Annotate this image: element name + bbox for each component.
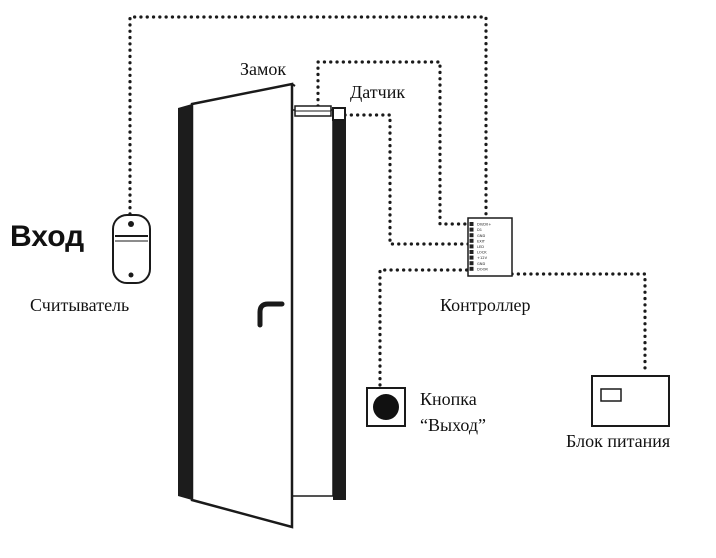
- controller-terminal: [469, 244, 474, 249]
- sensor-label: Датчик: [350, 82, 406, 102]
- door-frame-left: [178, 104, 192, 500]
- card-reader: [112, 214, 151, 284]
- lock: [294, 105, 332, 117]
- card-reader-led: [128, 221, 134, 227]
- exit-button[interactable]: [366, 387, 406, 427]
- power-supply-indicator: [600, 388, 622, 402]
- controller-terminal: [469, 227, 474, 232]
- exit-button-label-line2: “Выход”: [420, 415, 487, 435]
- controller-terminal-label: GND: [477, 234, 485, 238]
- entry-label: Вход: [10, 220, 85, 253]
- controller-terminal: [469, 222, 474, 226]
- controller-terminal-label: DOOR: [477, 267, 488, 271]
- door-frame-right: [333, 112, 346, 500]
- controller-terminal: [469, 233, 474, 238]
- controller-terminal-label: D1: [477, 228, 482, 232]
- door-leaf: [190, 82, 294, 529]
- controller-terminal: [469, 250, 474, 254]
- controller-terminal-label: EXIT: [477, 239, 486, 243]
- door-sensor: [332, 107, 346, 121]
- controller-terminal-label: LED: [477, 245, 484, 249]
- power-supply-label: Блок питания: [566, 431, 671, 451]
- controller-terminal-label: LOCK: [477, 251, 487, 255]
- controller-label: Контроллер: [440, 295, 531, 315]
- card-reader-body: [112, 214, 151, 284]
- door-handle: [257, 301, 285, 328]
- controller-terminal: [469, 261, 474, 266]
- reader-label: Считыватель: [30, 295, 130, 315]
- controller-terminal-label: +12V: [477, 256, 488, 260]
- door-opening: [291, 109, 334, 497]
- controller-body: [467, 217, 513, 277]
- door-sensor-body: [332, 107, 346, 121]
- wire-power-controller: [510, 272, 647, 376]
- controller-terminal-label: D0/D0+: [477, 223, 491, 227]
- controller-terminal: [469, 238, 474, 243]
- wire-reader-controller: [128, 15, 488, 224]
- exit-button-knob[interactable]: [373, 394, 399, 420]
- controller-terminal-label: GND: [477, 262, 485, 266]
- wire-button-controller: [378, 268, 470, 387]
- power-supply: [591, 375, 670, 427]
- controller-terminal: [469, 255, 474, 260]
- exit-button-label-line1: Кнопка: [420, 389, 477, 409]
- wire-sensor-controller: [343, 113, 470, 246]
- lock-label: Замок: [240, 59, 287, 79]
- controller-terminal: [469, 266, 474, 271]
- wiring: [128, 15, 647, 387]
- door-assembly: [178, 82, 346, 529]
